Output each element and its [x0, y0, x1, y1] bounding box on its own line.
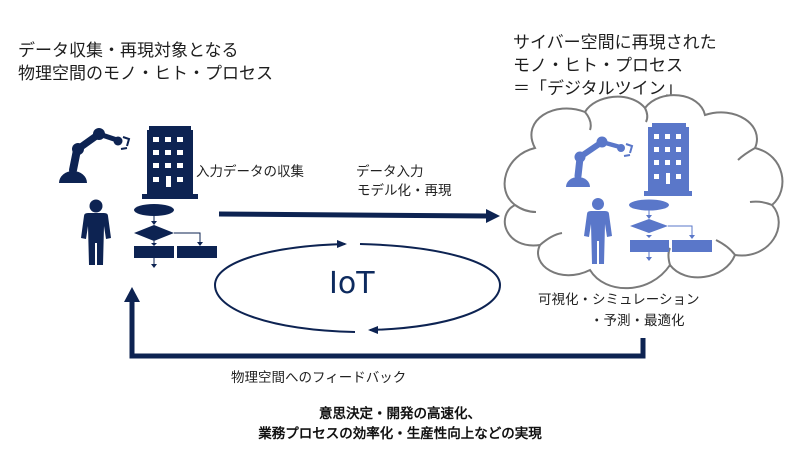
flowchart-icon	[629, 199, 712, 261]
iot-loop	[213, 240, 502, 334]
building-icon	[142, 126, 198, 199]
cloud-shape	[503, 94, 784, 290]
robot-arm-icon	[59, 128, 131, 183]
cyber-icons	[566, 123, 712, 264]
simulation-caption-line2: ・予測・最適化	[590, 313, 685, 329]
cyber-space-title-line2: モノ・ヒト・プロセス	[513, 56, 683, 76]
cyber-space-title-line3: ＝「デジタルツイン」	[513, 79, 683, 99]
data-input-arrow	[218, 209, 500, 223]
data-input-label: データ入力	[356, 164, 424, 180]
robot-arm-icon	[566, 136, 634, 187]
iot-loop-left-arc	[213, 243, 356, 333]
feedback-label: 物理空間へのフィードバック	[231, 370, 407, 386]
outcome-line1: 意思決定・開発の高速化、	[319, 406, 481, 422]
feedback-arrow	[124, 287, 646, 359]
modeling-label: モデル化・再現	[357, 183, 452, 199]
physical-space-title-line2: 物理空間のモノ・ヒト・プロセス	[18, 64, 273, 84]
iot-label: IoT	[329, 266, 375, 301]
person-icon	[81, 199, 111, 265]
physical-icons	[59, 126, 217, 268]
collect-data-label: 入力データの収集	[196, 164, 304, 180]
iot-loop-arrowhead-bottom	[368, 326, 378, 334]
flowchart-icon	[134, 204, 217, 268]
simulation-caption-line1: 可視化・シミュレーション	[538, 292, 700, 308]
iot-loop-arrowhead-top	[337, 240, 347, 248]
person-icon	[584, 198, 612, 264]
cyber-space-title-line1: サイバー空間に再現された	[513, 33, 717, 53]
iot-loop-right-arc	[359, 243, 502, 331]
building-icon	[644, 123, 692, 196]
outcome-line2: 業務プロセスの効率化・生産性向上などの実現	[258, 426, 542, 442]
physical-space-title-line1: データ収集・再現対象となる	[18, 41, 239, 61]
